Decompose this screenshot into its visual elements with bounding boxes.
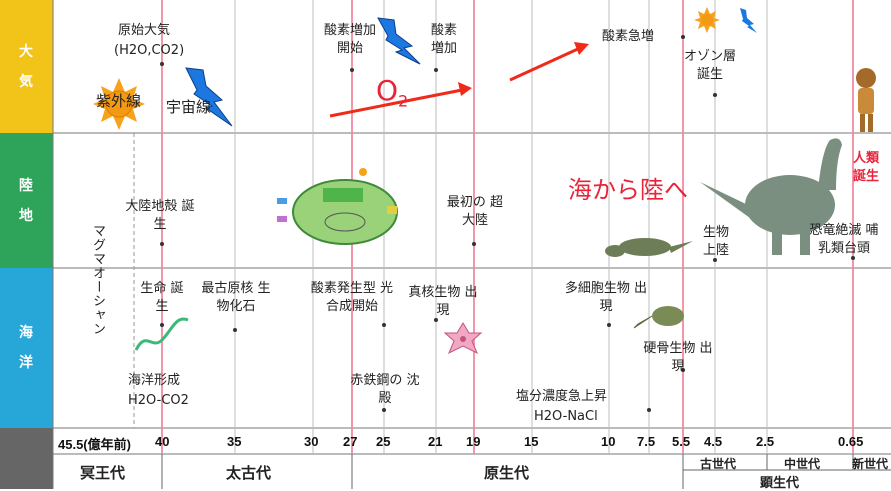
label-supercontinent: 最初の 超大陸 <box>446 195 504 228</box>
label-ocean-formula: H2O-CO2 <box>128 393 189 408</box>
label-o2-symbol: O2 <box>376 74 409 111</box>
label-magma: マグマオーシャン <box>90 224 105 336</box>
label-human: 人類 誕生 <box>852 151 879 184</box>
label-primordial-formula: (H2O,CO2) <box>114 43 185 58</box>
label-eukaryote: 真核生物 出現 <box>408 285 478 318</box>
era-archean: 太古代 <box>226 464 272 482</box>
tick-label: 45.5(億年前) <box>58 437 131 452</box>
label-o2-rapid: 酸素急増 <box>602 29 655 44</box>
lizard-icon <box>605 238 693 257</box>
tick-label: 7.5 <box>637 434 656 449</box>
label-multicell: 多細胞生物 出現 <box>564 281 648 314</box>
era-paleozoic: 古世代 <box>700 457 737 471</box>
human-icon <box>856 68 876 132</box>
era-mesozoic: 中世代 <box>784 457 821 471</box>
bony-fish-icon <box>633 306 684 329</box>
atmosphere-band <box>0 0 53 133</box>
label-life: 生命 誕生 <box>140 281 184 314</box>
label-o2-increase: 酸素増加 <box>430 23 457 56</box>
tick-label: 27 <box>343 434 358 449</box>
axis-band <box>0 428 53 489</box>
label-salt: 塩分濃度急上昇 <box>516 389 608 404</box>
label-photo: 酸素発生型 光合成開始 <box>310 281 394 314</box>
tick-label: 35 <box>227 434 242 449</box>
label-o2-start: 酸素増加 開始 <box>323 23 376 56</box>
tick-label: 4.5 <box>704 434 723 449</box>
band-land-label: 陸地 <box>19 177 33 224</box>
lightning-icon-3 <box>740 8 757 33</box>
label-life-land: 生物 上陸 <box>702 225 729 258</box>
tick-label: 0.65 <box>838 434 864 449</box>
tick-label: 10 <box>601 434 616 449</box>
tick-label: 5.5 <box>672 434 691 449</box>
lightning-icon-2 <box>377 17 421 65</box>
tick-label: 15 <box>524 434 539 449</box>
tick-label: 19 <box>466 434 481 449</box>
small-sun-icon <box>694 7 720 33</box>
ocean-band <box>0 268 53 428</box>
eukaryote-icon <box>443 322 483 355</box>
lightning-icon <box>185 67 233 127</box>
band-ocean-label: 海洋 <box>19 325 33 371</box>
tick-label: 25 <box>376 434 391 449</box>
label-crust: 大陸地殻 誕生 <box>125 199 195 232</box>
label-cosmic: 宇宙線 <box>166 98 212 116</box>
label-sea-to-land: 海から陸へ <box>568 176 688 204</box>
life-wave-icon <box>134 317 189 351</box>
label-fossil: 最古原核 生物化石 <box>201 281 271 314</box>
era-cenozoic: 新世代 <box>852 457 889 471</box>
era-proterozoic: 原生代 <box>484 464 530 482</box>
label-ocean-form: 海洋形成 <box>128 373 181 388</box>
label-dino: 恐竜絶滅 哺乳類台頭 <box>809 223 879 256</box>
label-uv: 紫外線 <box>96 92 142 110</box>
land-band <box>0 133 53 268</box>
chloroplast-diagram-icon <box>277 168 398 245</box>
label-iron: 赤鉄鋼の 沈殿 <box>350 373 420 406</box>
tick-label: 30 <box>304 434 319 449</box>
label-ozone: オゾン層 誕生 <box>683 49 736 82</box>
tick-label: 21 <box>428 434 443 449</box>
label-primordial: 原始大気 <box>118 23 171 38</box>
label-salt-formula: H2O-NaCl <box>534 409 598 424</box>
dinosaur-icon <box>700 138 842 255</box>
tick-label: 2.5 <box>756 434 775 449</box>
era-hadean: 冥王代 <box>80 464 126 482</box>
band-atmosphere-label: 大気 <box>19 43 33 90</box>
label-hard: 硬骨生物 出現 <box>643 341 713 374</box>
tick-label: 40 <box>155 434 170 449</box>
sun-icon <box>93 78 145 130</box>
era-phanerozoic: 顕生代 <box>760 476 800 491</box>
